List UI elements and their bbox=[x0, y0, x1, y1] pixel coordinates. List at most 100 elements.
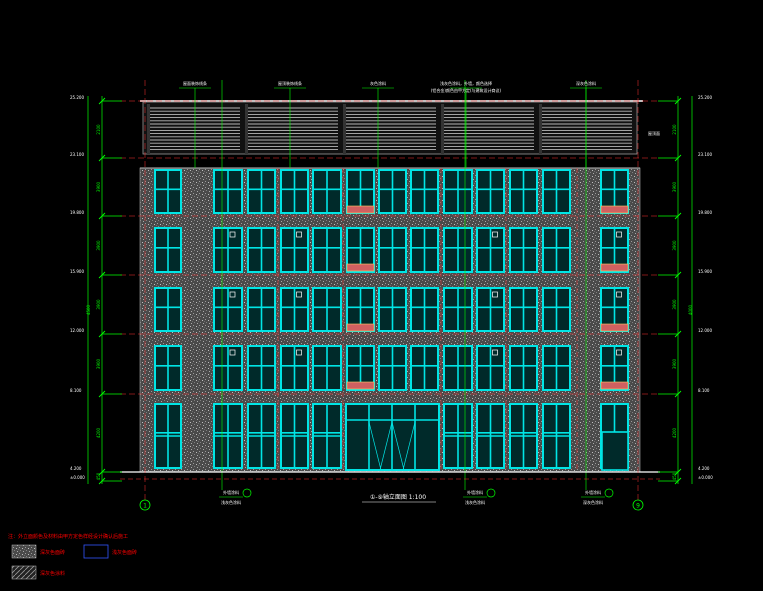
elevation-label: ±0.000 bbox=[70, 475, 85, 480]
right-roof-note: 屋顶面 bbox=[648, 130, 660, 136]
window-grid bbox=[154, 169, 629, 469]
legend-label-3: 深灰色涂料 bbox=[40, 570, 65, 577]
dimension-label: 4200 bbox=[672, 427, 677, 438]
dimension-label: 3900 bbox=[96, 358, 101, 369]
roof-post bbox=[245, 104, 248, 154]
window-vent bbox=[616, 291, 622, 298]
bottom-callout-line2: 深灰色涂料 bbox=[583, 499, 603, 505]
drawing-title-block: ①-⑨轴立面图 1:100 bbox=[362, 493, 436, 503]
balcony-rail bbox=[346, 381, 375, 390]
elevation-label: 15.900 bbox=[70, 269, 84, 274]
legend: 注：外立面颜色及材料由甲方定色样经设计确认后施工 深灰色面砖 浅灰色面砖 深灰色… bbox=[8, 533, 137, 580]
elevation-label: 15.900 bbox=[698, 269, 712, 274]
dim-slash bbox=[674, 468, 682, 476]
bottom-callout-line1: 外墙涂料 bbox=[585, 489, 601, 495]
dimension-label: 450 bbox=[96, 472, 101, 480]
window-vent bbox=[229, 349, 236, 356]
elevation-label: 12.000 bbox=[70, 328, 84, 333]
elevation-label: 19.800 bbox=[698, 210, 712, 215]
dimension-chain-right: 25.200210023.100390019.800390015.9003900… bbox=[658, 95, 713, 485]
dim-slash bbox=[98, 212, 106, 220]
legend-swatch-blue bbox=[83, 544, 109, 559]
legend-swatch-granite bbox=[11, 544, 37, 559]
axis-bubble-right: 9 bbox=[632, 80, 644, 511]
entrance-doors bbox=[345, 403, 629, 471]
balcony-rail bbox=[600, 381, 629, 390]
window-vent bbox=[296, 231, 302, 238]
side-door bbox=[601, 431, 629, 471]
bottom-callout-line1: 外墙涂料 bbox=[467, 489, 483, 495]
callout-bubble bbox=[604, 488, 614, 498]
window-vent bbox=[616, 231, 622, 238]
callout-bubble bbox=[486, 488, 496, 498]
vertical-grid-lines bbox=[221, 80, 587, 490]
elevation-label: 8.100 bbox=[698, 388, 710, 393]
window-vent bbox=[492, 291, 498, 298]
axis-label-right: 9 bbox=[636, 503, 640, 510]
dim-slash bbox=[98, 97, 106, 105]
dim-slash bbox=[674, 477, 682, 485]
dimension-label: 450 bbox=[672, 472, 677, 480]
top-callout-text: 灰色涂料 bbox=[370, 80, 386, 86]
top-callouts: 屋面装饰线条屋顶装饰线条灰色涂料浅灰色涂料，外墙，颜色选择深灰色涂料(铝合金)颜… bbox=[179, 80, 602, 168]
dim-slash bbox=[674, 271, 682, 279]
balcony-rail bbox=[346, 323, 375, 332]
roof-post bbox=[147, 104, 150, 154]
elevation-label: 4.200 bbox=[70, 466, 82, 471]
window-vent bbox=[492, 231, 498, 238]
top-callout-text: 屋顶装饰线条 bbox=[278, 80, 302, 86]
door-swing bbox=[368, 421, 416, 471]
elevation-label: 19.800 bbox=[70, 210, 84, 215]
dimension-label: 4200 bbox=[96, 427, 101, 438]
bottom-callout-line2: 浅灰色涂料 bbox=[465, 499, 485, 505]
elevation-label: 25.200 bbox=[698, 95, 712, 100]
balcony-rail bbox=[346, 263, 375, 272]
bottom-callout-line2: 浅灰色涂料 bbox=[221, 499, 241, 505]
axis-bubble-left: 1 bbox=[139, 80, 151, 511]
top-callout-text: 深灰色涂料 bbox=[576, 80, 596, 86]
drawing-title: ①-⑨轴立面图 1:100 bbox=[370, 493, 426, 501]
dim-slash bbox=[98, 330, 106, 338]
elevation-label: 25.200 bbox=[70, 95, 84, 100]
dimension-label: 3900 bbox=[672, 299, 677, 310]
dim-slash bbox=[98, 477, 106, 485]
dimension-label: 3900 bbox=[96, 181, 101, 192]
dimension-chain-left: 25.200 2100 23.100 3900 19.800 3900 15.900 3900… bbox=[70, 95, 122, 485]
top-callout-text: 浅灰色涂料，外墙，颜色选择 bbox=[440, 80, 492, 86]
legend-note: 注：外立面颜色及材料由甲方定色样经设计确认后施工 bbox=[8, 533, 128, 540]
dim-slash bbox=[98, 154, 106, 162]
axis-label-left: 1 bbox=[143, 503, 147, 510]
window-vent bbox=[229, 291, 236, 298]
dim-slash bbox=[98, 271, 106, 279]
dimension-label: 3900 bbox=[672, 181, 677, 192]
dim-slash bbox=[674, 390, 682, 398]
mid-dim-right: 4000 bbox=[688, 304, 693, 315]
dimension-label: 3900 bbox=[672, 358, 677, 369]
window-vent bbox=[296, 349, 302, 356]
dim-slash bbox=[98, 390, 106, 398]
elevation-label: 23.100 bbox=[70, 152, 84, 157]
balcony-rail bbox=[346, 205, 375, 214]
window-vent bbox=[229, 231, 236, 238]
callout-bubble bbox=[242, 488, 252, 498]
dim-slash bbox=[674, 154, 682, 162]
dimension-label: 2100 bbox=[96, 124, 101, 135]
balcony-rail bbox=[600, 323, 629, 332]
dimension-label: 3900 bbox=[96, 299, 101, 310]
top-callout-text: 屋面装饰线条 bbox=[183, 80, 207, 86]
elevation-label: 23.100 bbox=[698, 152, 712, 157]
dim-slash bbox=[674, 97, 682, 105]
dimension-label: 3900 bbox=[672, 240, 677, 251]
legend-label-1: 深灰色面砖 bbox=[40, 549, 65, 556]
window-vent bbox=[616, 349, 622, 356]
mid-dim-left: 4500 bbox=[86, 304, 91, 315]
balcony-rail bbox=[600, 263, 629, 272]
legend-swatch-hatch bbox=[11, 565, 37, 580]
roof-post bbox=[441, 104, 444, 154]
roof-post bbox=[539, 104, 542, 154]
dim-slash bbox=[674, 212, 682, 220]
roof-parapet bbox=[142, 101, 638, 155]
elevation-label: 4.200 bbox=[698, 466, 710, 471]
